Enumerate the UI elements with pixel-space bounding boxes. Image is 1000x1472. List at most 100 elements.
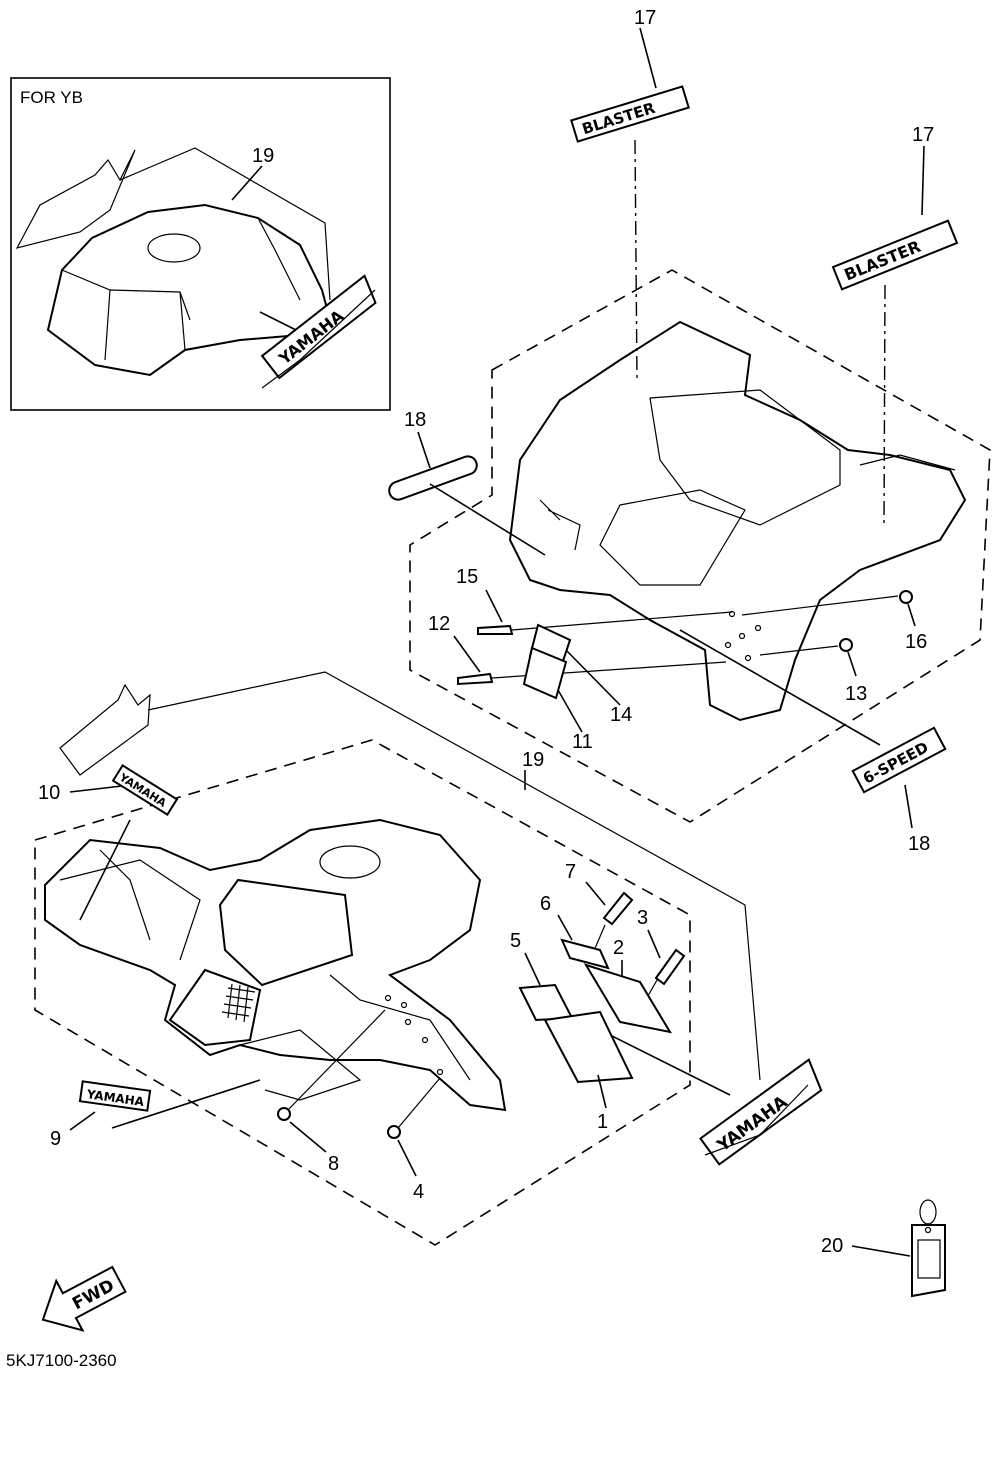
leader-4	[397, 1139, 417, 1177]
callout-18a: 18	[404, 409, 426, 431]
leader-6	[557, 914, 573, 941]
front-tank-cap-ring	[319, 845, 381, 879]
rear-fender-hole-e	[724, 641, 732, 649]
blaster-decal-b-plate	[831, 219, 959, 291]
callout-7: 7	[565, 861, 576, 883]
nut-13-axis	[759, 645, 839, 656]
inset-leader-19	[231, 165, 263, 201]
rear-fender-rail	[539, 499, 581, 551]
leader-3	[647, 929, 661, 959]
front-hole-d	[421, 1036, 429, 1044]
front-yamaha-decal-large-plate	[699, 1058, 823, 1166]
fwd-arrow-shape	[41, 1265, 127, 1332]
six-speed-decal-plate	[851, 726, 947, 794]
front-hole-e	[436, 1068, 444, 1076]
front-hole-b	[400, 1001, 408, 1009]
inset-title: FOR YB	[20, 88, 83, 107]
leader-15	[485, 589, 503, 623]
callout-16: 16	[905, 631, 927, 653]
rivet-15-axis	[511, 611, 733, 631]
nut-13	[839, 638, 853, 652]
leader-1	[597, 1074, 607, 1109]
front-fender-group: 19 YAMAHA 10 YAMAHA 9	[34, 671, 823, 1246]
callout-8: 8	[328, 1153, 339, 1175]
callout-11: 11	[572, 731, 593, 753]
plate-11	[522, 646, 568, 700]
front-bumper	[239, 1029, 362, 1101]
rear-fender	[508, 320, 967, 722]
license-plate-1	[543, 1010, 634, 1084]
rivet-15	[477, 624, 514, 635]
front-cutaway	[59, 683, 151, 776]
bracket-5	[518, 983, 574, 1022]
blaster-decal-b: BLASTER	[831, 219, 959, 291]
leader-17b	[921, 145, 925, 216]
blaster-decal-a: BLASTER	[570, 85, 690, 143]
tag-hole	[924, 1226, 932, 1234]
rear-group-boundary	[409, 269, 991, 823]
front-yamaha-decal-small-plate	[111, 764, 179, 816]
callout-12: 12	[428, 613, 450, 635]
strip-leader-line	[429, 483, 546, 556]
plate-2	[583, 963, 673, 1034]
front-hole-a	[384, 994, 392, 1002]
rear-fender-hole-c	[754, 624, 762, 632]
rivet-7	[602, 891, 634, 926]
nut-4	[387, 1125, 401, 1139]
inset-for-yb: FOR YB 19 YAMAHA	[10, 77, 391, 411]
front-hole-c	[404, 1018, 412, 1026]
fwd-arrow: FWD	[41, 1265, 127, 1332]
leader-12	[453, 635, 481, 673]
callout-14: 14	[610, 704, 632, 726]
dashline-17b	[883, 284, 886, 526]
dashline-17a	[634, 139, 638, 381]
front-outline	[147, 671, 761, 1081]
blaster-decal-a-text: BLASTER	[580, 99, 658, 138]
rear-fender-seat-well	[649, 389, 841, 526]
side-yamaha-decal-plate	[78, 1080, 152, 1112]
label-tag-group: 20	[821, 1199, 946, 1298]
side-strip-decal-plate	[388, 455, 478, 501]
leader-18b	[904, 784, 913, 829]
callout-19-inset: 19	[252, 145, 274, 167]
nut-8	[277, 1107, 291, 1121]
inset-outline	[119, 147, 331, 301]
inset-frame	[10, 77, 391, 411]
callout-1: 1	[597, 1111, 608, 1133]
callout-5: 5	[510, 930, 521, 952]
blaster-decal-a-plate	[570, 85, 690, 143]
callout-9: 9	[50, 1128, 61, 1150]
yamaha-decal-stripe	[704, 1084, 809, 1156]
leader-5	[524, 952, 541, 986]
six-speed-leader	[679, 629, 881, 746]
callout-6: 6	[540, 893, 551, 915]
side-yamaha-decal: YAMAHA	[78, 1080, 152, 1112]
headlight-housing	[218, 878, 354, 987]
inset-headlight-cover	[61, 269, 191, 361]
leader-11	[557, 689, 583, 733]
callout-15: 15	[456, 566, 478, 588]
leader-10	[69, 785, 123, 793]
rear-fender-hole-b	[738, 632, 746, 640]
nut-8-axis	[287, 1009, 386, 1111]
callout-10: 10	[38, 782, 60, 804]
diagram-code: 5KJ7100-2360	[6, 1351, 117, 1370]
callout-18b: 18	[908, 833, 930, 855]
leader-8	[289, 1121, 327, 1153]
callout-13: 13	[845, 683, 867, 705]
callout-19b: 19	[522, 749, 544, 771]
tag-string	[919, 1199, 937, 1225]
leader-9	[69, 1111, 96, 1131]
decal-9-leader	[111, 1079, 261, 1129]
front-yamaha-decal-small: YAMAHA	[111, 764, 179, 816]
plate-6	[560, 938, 610, 970]
inset-front-fender	[46, 203, 332, 377]
leader-13	[847, 651, 857, 677]
front-yamaha-decal-large: YAMAHA	[699, 1058, 823, 1166]
nut-16	[899, 590, 913, 604]
callout-3: 3	[637, 907, 648, 929]
leader-14	[565, 649, 621, 706]
decal-10-leader	[79, 819, 131, 921]
inset-tank-cap-ring	[147, 233, 201, 263]
callout-20: 20	[821, 1235, 843, 1257]
